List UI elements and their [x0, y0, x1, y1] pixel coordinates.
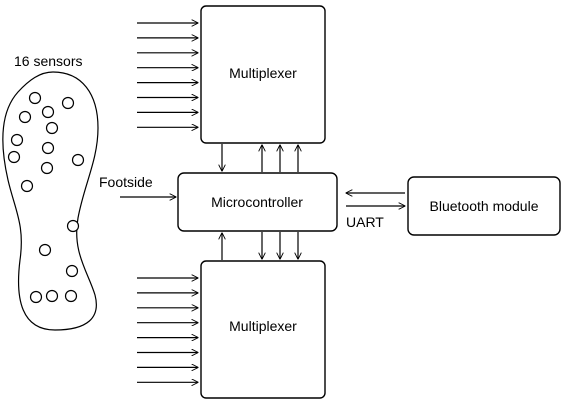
- sensor-circle: [41, 141, 55, 155]
- multiplexer-bottom-inputs: [137, 278, 198, 382]
- multiplexer-top-inputs: [137, 23, 198, 127]
- sensor-circle: [20, 179, 34, 193]
- sensor-circle: [38, 243, 52, 257]
- sensor-circle: [28, 91, 42, 105]
- sensor-circle: [41, 105, 55, 119]
- sensor-circle: [7, 150, 21, 164]
- sensor-array: [7, 91, 85, 304]
- multiplexer-top: Multiplexer: [200, 5, 326, 144]
- foot-outline: [2, 71, 99, 331]
- sensor-circle: [45, 121, 59, 135]
- multiplexer-top-label: Multiplexer: [229, 65, 297, 81]
- sensor-circle: [61, 96, 75, 110]
- uart-label: UART: [346, 214, 384, 230]
- footside-label: Footside: [99, 174, 153, 190]
- microcontroller-label: Microcontroller: [211, 194, 303, 210]
- sensor-circle: [71, 153, 85, 167]
- microcontroller-block: Microcontroller: [177, 172, 338, 232]
- bluetooth-module-label: Bluetooth module: [430, 198, 539, 214]
- bluetooth-module-block: Bluetooth module: [407, 176, 561, 236]
- sensor-circle: [40, 161, 54, 175]
- sensor-circle: [45, 289, 59, 303]
- sensor-circle: [66, 219, 80, 233]
- multiplexer-bottom: Multiplexer: [200, 260, 326, 399]
- sensor-circle: [65, 264, 79, 278]
- sensors-label: 16 sensors: [14, 53, 82, 69]
- multiplexer-bottom-label: Multiplexer: [229, 318, 297, 334]
- sensor-circle: [29, 290, 43, 304]
- sensor-circle: [18, 110, 32, 124]
- sensor-circle: [64, 289, 78, 303]
- sensor-circle: [10, 133, 24, 147]
